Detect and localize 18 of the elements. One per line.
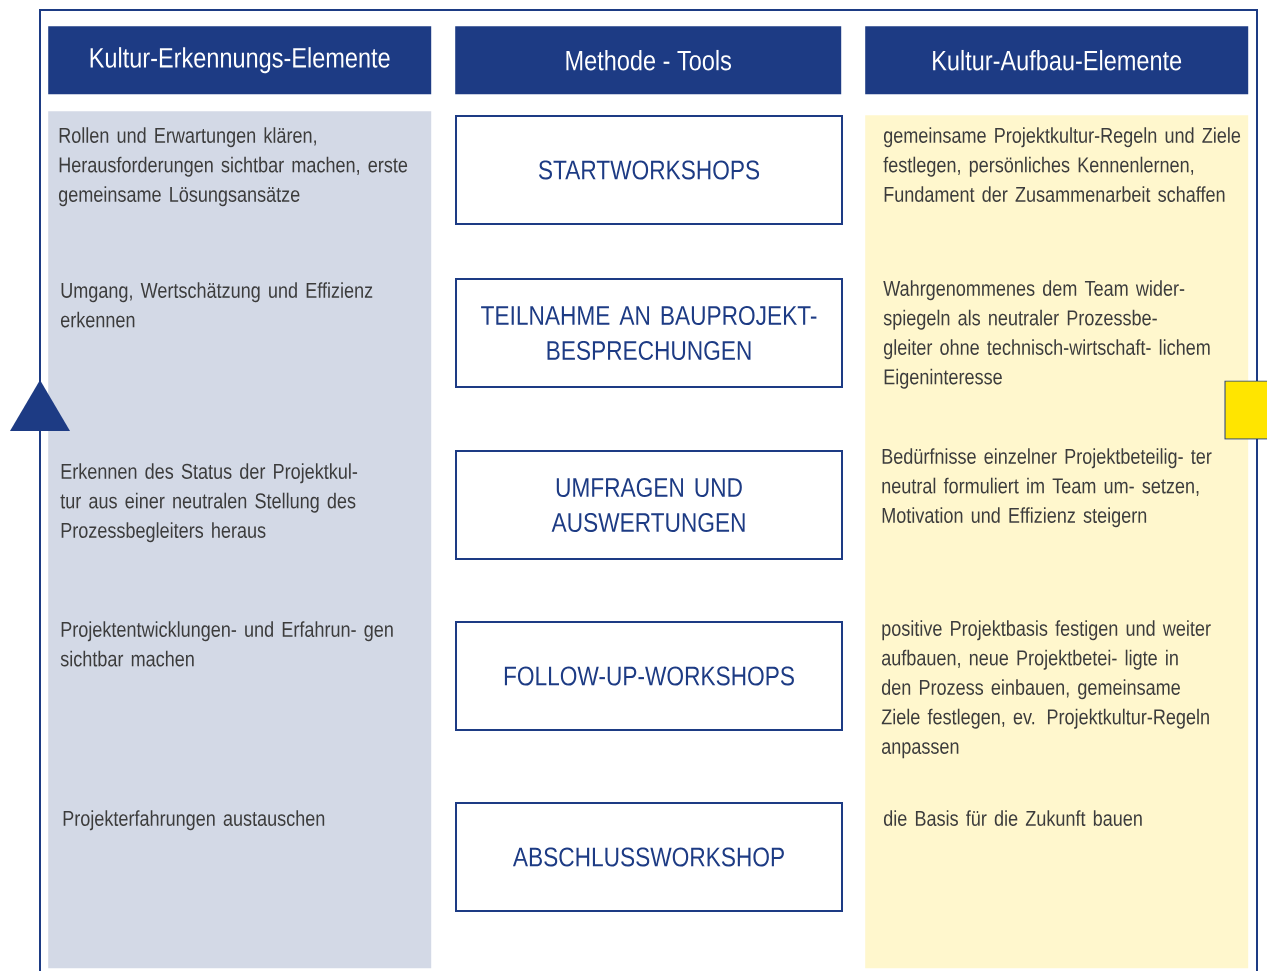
description-text: Projekterfahrungen austauschen: [63, 810, 325, 831]
description-text: Erkennen des Status der Projektkul- tur aus einer neutralen Stellung des Prozessbegleiters heraus: [60, 463, 358, 543]
column-header: Kultur-Erkennungs-Elemente: [48, 26, 432, 95]
description-text: positive Projektbasis festigen und weiter aufbauen, neue Projektbetei- ligte in den Prozess einbauen, gemeinsame Ziele festlegen, ev. Projektkultur-Regeln anpassen: [881, 620, 1211, 759]
description-text: die Basis für die Zukunft bauen: [883, 810, 1142, 826]
method-box: STARTWORKSHOPS: [455, 115, 843, 225]
description-text: Wahrgenommenes dem Team wider- spiegeln als neutraler Prozessbe- gleiter ohne technisch-wirtschaft- lichem Eigeninteresse: [883, 280, 1210, 389]
column-header: Kultur-Aufbau-Elemente: [865, 26, 1249, 95]
method-box: FOLLOW-UP-WORKSHOPS: [455, 621, 843, 731]
method-box: TEILNAHME AN BAUPROJEKT- BESPRECHUNGEN: [455, 278, 843, 388]
method-box: ABSCHLUSSWORKSHOP: [455, 802, 843, 912]
method-box: UMFRAGEN UND AUSWERTUNGEN: [455, 450, 843, 560]
description-text: Rollen und Erwartungen klären, Herausforderungen sichtbar machen, erste gemeinsame Lösungsansätze: [58, 127, 408, 207]
description-text: Bedürfnisse einzelner Projektbeteilig- ter neutral formuliert im Team um- setzen, Motivation und Effizienz steigern: [882, 448, 1212, 528]
description-text: Umgang, Wertschätzung und Effizienz erkennen: [61, 282, 373, 328]
description-text: gemeinsame Projektkultur-Regeln und Ziele festlegen, persönliches Kennenlernen, Fundament der Zusammenarbeit schaffen: [883, 127, 1241, 202]
column-header: Methode - Tools: [455, 26, 842, 95]
description-text: Projektentwicklungen- und Erfahrun- gen sichtbar machen: [60, 621, 393, 667]
